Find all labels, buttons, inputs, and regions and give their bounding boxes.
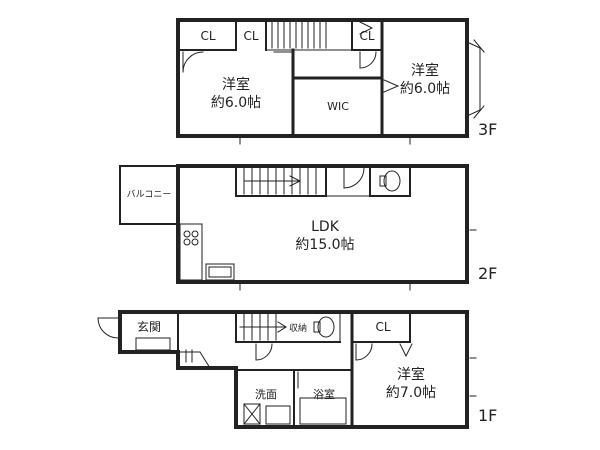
room-3f-west-name: 洋室	[222, 77, 250, 93]
closet-label-1f: CL	[375, 320, 391, 334]
floor-1f-walls	[118, 310, 469, 429]
ldk-name: LDK	[311, 219, 339, 235]
wall-ticks	[239, 137, 477, 397]
floor-2f-stairs	[243, 167, 317, 195]
washroom-label: 洗面	[255, 388, 277, 401]
ldk-size: 約15.0帖	[295, 237, 355, 253]
balcony-label: バルコニー	[126, 190, 172, 200]
room-3f-east-size: 約6.0帖	[399, 81, 451, 97]
room-1f-size: 約7.0帖	[385, 385, 437, 401]
room-1f-name: 洋室	[397, 367, 425, 383]
room-3f-west-size: 約6.0帖	[210, 95, 262, 111]
closet-label-3: CL	[359, 29, 375, 43]
closet-label-1: CL	[200, 29, 216, 43]
floor-label-1f: 1F	[478, 406, 498, 425]
floor-label-3f: 3F	[478, 120, 498, 139]
floor-3f-doors	[182, 21, 485, 119]
floor-2f-fixtures	[179, 167, 401, 281]
bathroom-label: 浴室	[313, 388, 335, 401]
entrance-label: 玄関	[136, 320, 161, 334]
floor-1f-fixtures	[97, 316, 413, 425]
floor-3f-walls	[176, 18, 469, 138]
floor-label-2f: 2F	[478, 264, 498, 283]
wic-label: WIC	[327, 100, 349, 113]
storage-label: 収納	[288, 324, 307, 334]
room-3f-east-name: 洋室	[411, 63, 439, 79]
floor-1f-stairs	[239, 313, 287, 341]
floor-3f-stairs	[271, 21, 327, 49]
closet-label-2: CL	[243, 29, 259, 43]
floor-2f-walls	[119, 164, 469, 284]
